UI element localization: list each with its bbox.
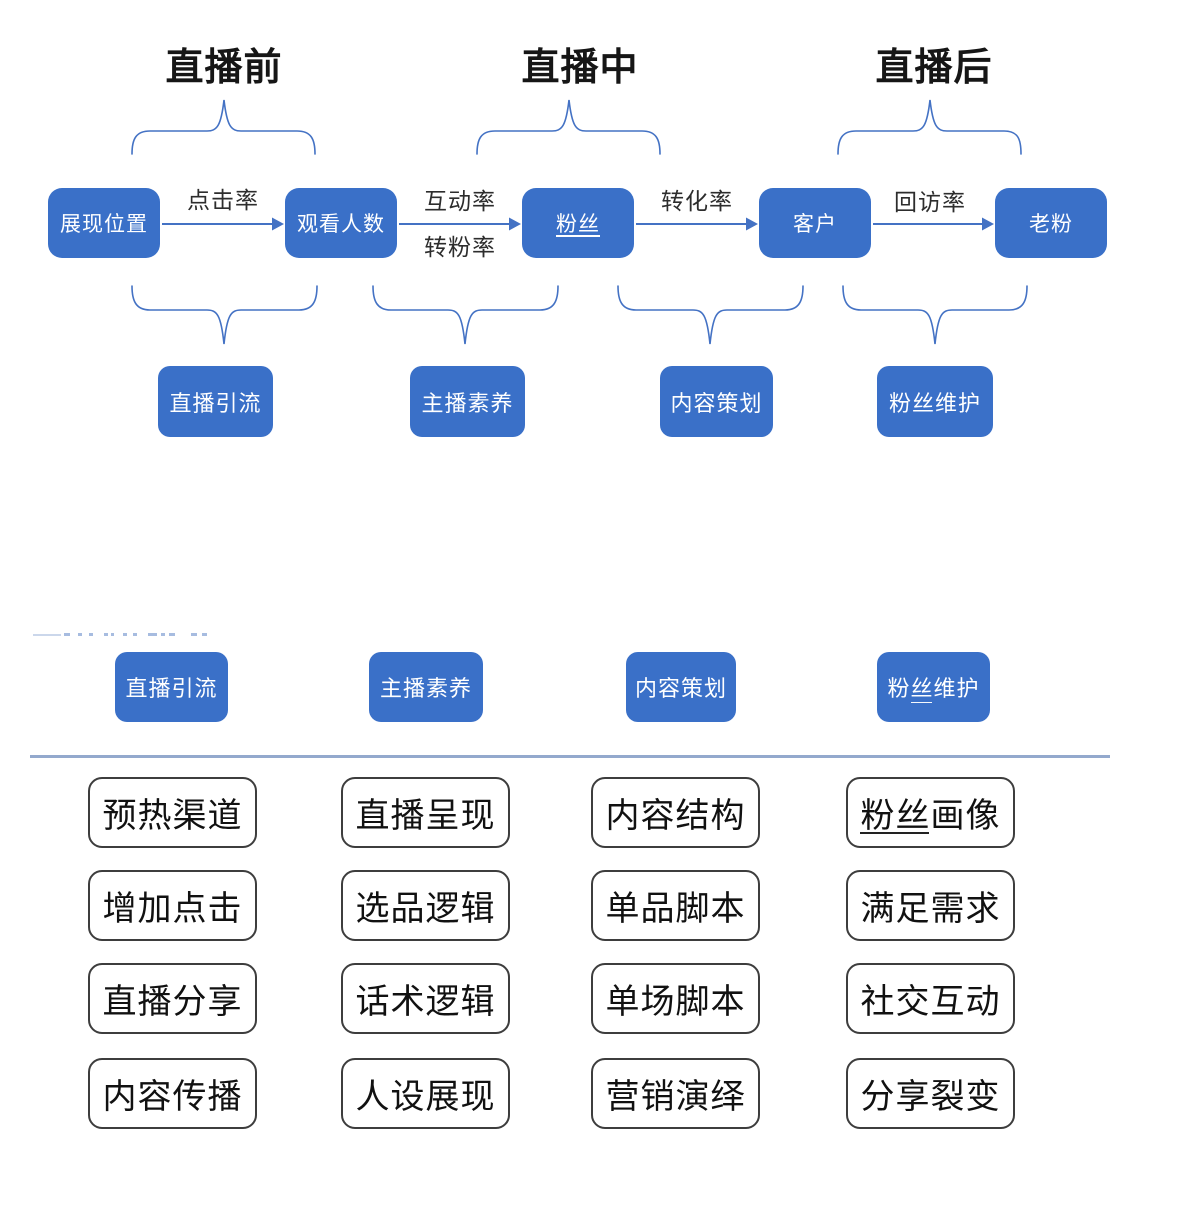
category-label: 粉丝维护 xyxy=(888,390,981,416)
lower-category-box-fans: 粉丝维护 xyxy=(877,652,990,722)
grid-cell-label: 营销演绎 xyxy=(605,1078,746,1116)
grid-cell-warmup-channels: 预热渠道 xyxy=(88,777,257,848)
lower-category-box-host: 主播素养 xyxy=(369,652,483,722)
top-brace-after-live xyxy=(837,99,1022,155)
phase-title-during-live: 直播中 xyxy=(521,47,639,89)
edge-label-click-rate: 点击率 xyxy=(187,187,259,213)
category-label: 主播素养 xyxy=(379,676,472,701)
category-label: 内容策划 xyxy=(634,676,727,701)
grid-cell-label: 话术逻辑 xyxy=(355,983,496,1021)
bottom-brace-host xyxy=(372,285,559,345)
flow-node-label: 客户 xyxy=(793,213,837,236)
lower-category-box-traffic: 直播引流 xyxy=(115,652,228,722)
erased-text-remnant xyxy=(33,633,207,638)
grid-cell-single-product-script: 单品脚本 xyxy=(591,870,760,941)
edge-label-fan-conversion-rate: 转粉率 xyxy=(424,234,496,260)
category-label: 主播素养 xyxy=(421,390,514,416)
arrowhead-click-rate xyxy=(272,217,284,231)
grid-cell-social-interaction: 社交互动 xyxy=(846,963,1015,1034)
category-box-content: 内容策划 xyxy=(660,366,773,437)
phase-title-before-live: 直播前 xyxy=(165,47,283,89)
grid-cell-label: 人设展现 xyxy=(355,1078,496,1116)
category-label: 直播引流 xyxy=(125,676,218,701)
grid-cell-content-structure: 内容结构 xyxy=(591,777,760,848)
grid-cell-persona-presentation: 人设展现 xyxy=(341,1058,510,1129)
flow-node-display-position: 展现位置 xyxy=(48,188,160,258)
arrowhead-return-rate xyxy=(982,217,994,231)
edge-label-return-visit-rate: 回访率 xyxy=(894,189,966,215)
flow-node-label: 观看人数 xyxy=(297,213,385,236)
edge-label-interaction-rate: 互动率 xyxy=(424,188,496,214)
grid-cell-fan-profile: 粉丝画像 xyxy=(846,777,1015,848)
grid-cell-share-fission: 分享裂变 xyxy=(846,1058,1015,1129)
edge-label-conversion-rate: 转化率 xyxy=(661,188,733,214)
flow-node-customers: 客户 xyxy=(759,188,871,258)
category-label: 内容策划 xyxy=(670,390,763,416)
category-label: 直播引流 xyxy=(169,390,262,416)
grid-cell-label: 粉丝画像 xyxy=(860,797,1001,835)
flow-node-label: 老粉 xyxy=(1029,213,1073,236)
grid-cell-increase-clicks: 增加点击 xyxy=(88,870,257,941)
grid-cell-label: 内容传播 xyxy=(102,1078,243,1116)
grid-cell-label: 分享裂变 xyxy=(860,1078,1001,1116)
flow-node-old-fans: 老粉 xyxy=(995,188,1107,258)
grid-cell-product-selection-logic: 选品逻辑 xyxy=(341,870,510,941)
flow-node-label: 粉丝 xyxy=(556,213,600,236)
lower-category-box-content: 内容策划 xyxy=(626,652,736,722)
top-brace-during-live xyxy=(476,99,661,155)
bottom-brace-content xyxy=(617,285,804,345)
divider-line xyxy=(30,755,1110,758)
underline-mark xyxy=(910,701,932,703)
phase-title-after-live: 直播后 xyxy=(875,47,993,89)
grid-cell-marketing-performance: 营销演绎 xyxy=(591,1058,760,1129)
grid-cell-label: 增加点击 xyxy=(102,890,243,928)
grid-cell-single-session-script: 单场脚本 xyxy=(591,963,760,1034)
bottom-brace-traffic xyxy=(131,285,318,345)
bottom-brace-fans xyxy=(842,285,1028,345)
flow-node-label: 展现位置 xyxy=(60,213,148,236)
grid-cell-script-logic: 话术逻辑 xyxy=(341,963,510,1034)
grid-cell-live-presentation: 直播呈现 xyxy=(341,777,510,848)
grid-cell-label: 预热渠道 xyxy=(102,797,243,835)
grid-cell-live-sharing: 直播分享 xyxy=(88,963,257,1034)
grid-cell-content-spread: 内容传播 xyxy=(88,1058,257,1129)
top-brace-before-live xyxy=(131,99,316,155)
underline-mark xyxy=(859,832,929,834)
grid-cell-label: 选品逻辑 xyxy=(355,890,496,928)
category-box-traffic: 直播引流 xyxy=(158,366,273,437)
arrowhead-interaction-rate xyxy=(509,217,521,231)
grid-cell-label: 单场脚本 xyxy=(605,983,746,1021)
arrowhead-conversion-rate xyxy=(746,217,758,231)
grid-cell-label: 满足需求 xyxy=(860,890,1001,928)
grid-cell-label: 内容结构 xyxy=(605,797,746,835)
flow-node-viewers: 观看人数 xyxy=(285,188,397,258)
category-box-host: 主播素养 xyxy=(410,366,525,437)
grid-cell-label: 社交互动 xyxy=(860,983,1001,1021)
grid-cell-label: 单品脚本 xyxy=(605,890,746,928)
grid-cell-meet-needs: 满足需求 xyxy=(846,870,1015,941)
grid-cell-label: 直播分享 xyxy=(102,983,243,1021)
flow-node-fans: 粉丝 xyxy=(522,188,634,258)
category-label: 粉丝维护 xyxy=(887,676,980,701)
category-box-fans: 粉丝维护 xyxy=(877,366,993,437)
grid-cell-label: 直播呈现 xyxy=(355,797,496,835)
